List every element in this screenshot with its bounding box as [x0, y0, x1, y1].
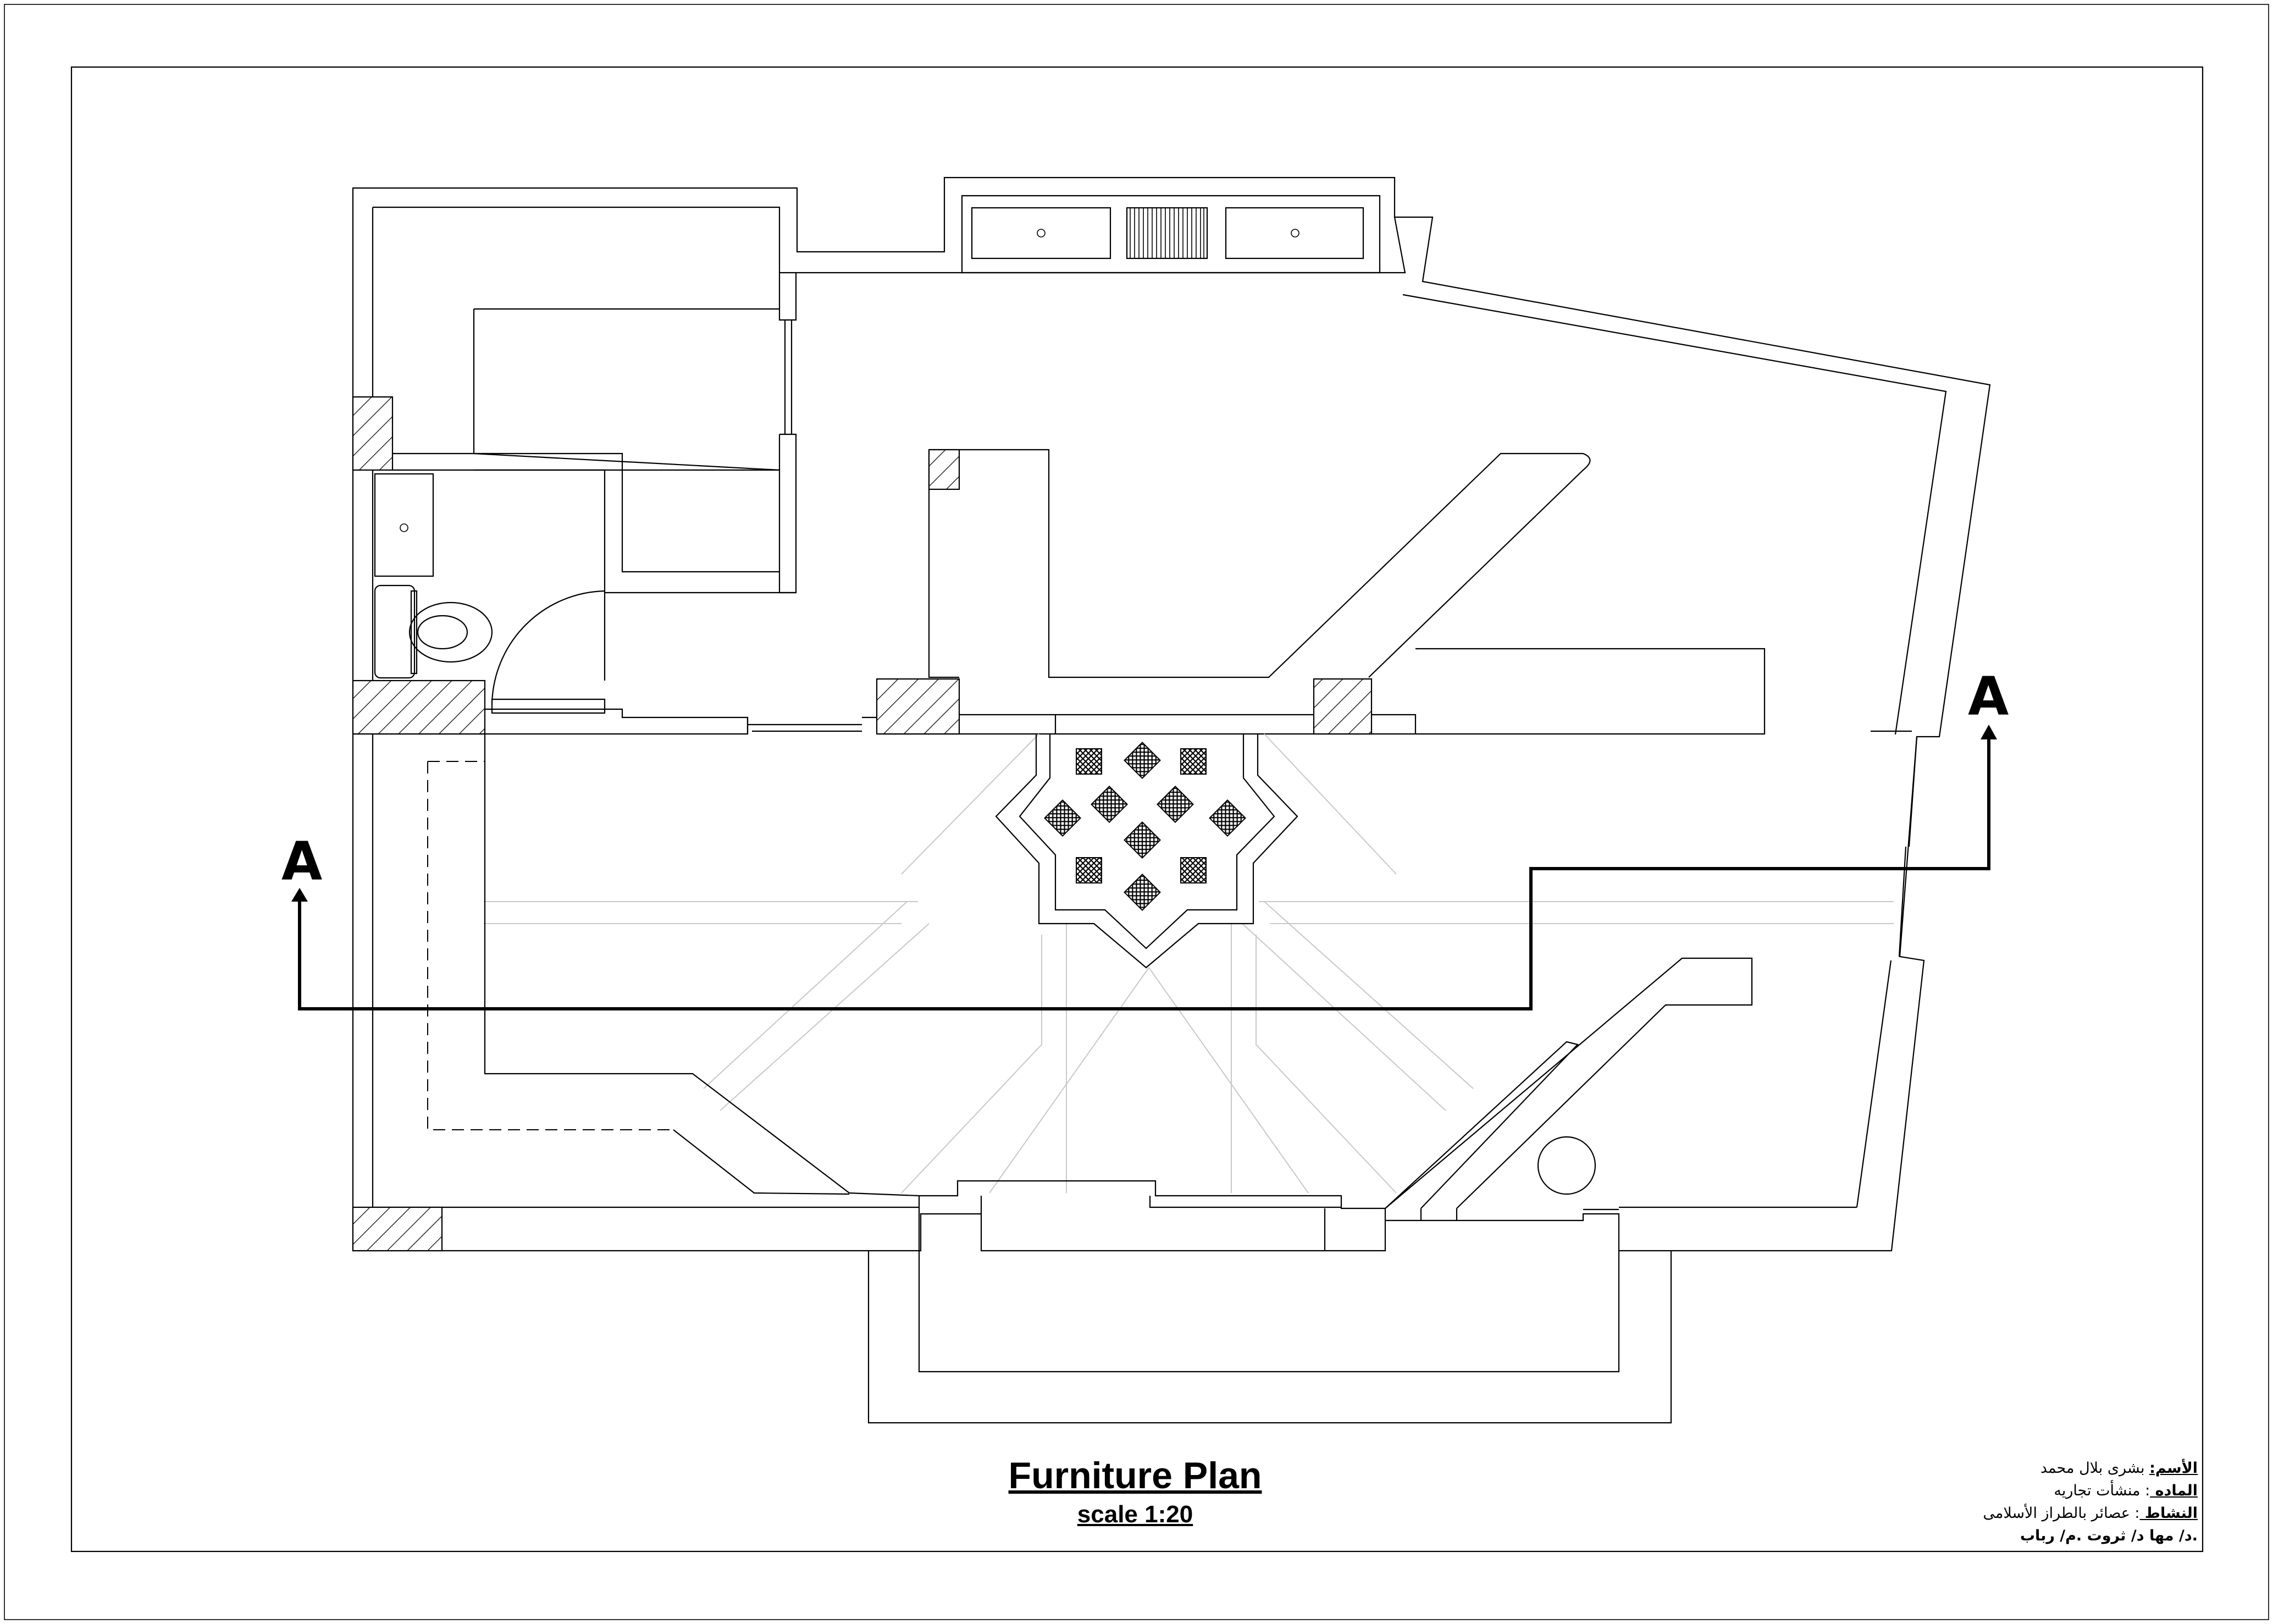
name-value: بشرى بلال محمد [2040, 1460, 2150, 1477]
sheet-inner-border [70, 66, 2204, 1553]
floor-pattern [484, 733, 1894, 1194]
upper-counter [961, 195, 1381, 274]
drawing-title: Furniture Plan [1008, 1455, 1262, 1496]
subject-value: : منشأت تجاريه [2054, 1482, 2150, 1499]
bathroom-fixtures [374, 473, 493, 679]
lower-right-counter [1385, 957, 1753, 1220]
upper-left-rooms [373, 273, 797, 714]
section-line-a-a: A A [281, 666, 2009, 1010]
student-name-row: الأسم: بشرى بلال محمد [1802, 1457, 2198, 1479]
title-block: الأسم: بشرى بلال محمد الماده : منشأت تجا… [1802, 1457, 2198, 1547]
lower-left-seating [427, 734, 920, 1197]
activity-row: النشاط : عصائر بالطراز الأسلامى [1802, 1502, 2198, 1524]
activity-value: : عصائر بالطراز الأسلامى [1983, 1505, 2140, 1522]
section-label-right: A [1968, 666, 2009, 727]
star-fountain [995, 734, 1298, 969]
activity-label: النشاط [2139, 1505, 2198, 1522]
interior-partition-line [353, 449, 1766, 735]
drawing-scale: scale 1:20 [1077, 1501, 1193, 1528]
entrance-platform [867, 1180, 1672, 1424]
sheet-outer-border [4, 4, 2269, 1620]
structural-columns [352, 396, 1373, 1252]
subject-row: الماده : منشأت تجاريه [1802, 1479, 2198, 1502]
subject-label: الماده [2150, 1482, 2198, 1499]
supervisors-row: .د/ مها د/ ثروت .م/ رباب [2020, 1527, 2198, 1544]
name-label: الأسم: [2149, 1460, 2198, 1477]
section-label-left: A [281, 831, 322, 892]
